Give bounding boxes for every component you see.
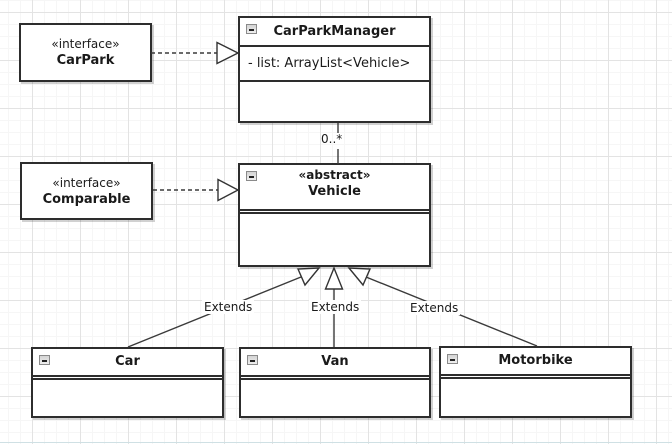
collapse-button[interactable]	[247, 355, 258, 365]
carparkmanager-methods-compartment	[240, 80, 429, 121]
motorbike-name: Motorbike	[498, 353, 573, 368]
class-box-van[interactable]: Van	[239, 347, 431, 418]
extends-label-van: Extends	[309, 300, 362, 314]
extends-label-motorbike: Extends	[408, 301, 461, 315]
van-methods-compartment	[241, 380, 429, 416]
van-name: Van	[321, 354, 349, 369]
van-attributes-compartment	[241, 375, 429, 380]
class-box-vehicle[interactable]: «abstract» Vehicle	[238, 163, 431, 267]
carpark-stereotype: «interface»	[51, 37, 120, 51]
extends-label-car: Extends	[202, 300, 255, 314]
comparable-stereotype: «interface»	[52, 175, 121, 190]
class-box-motorbike[interactable]: Motorbike	[439, 346, 632, 418]
class-box-carparkmanager[interactable]: CarParkManager - list: ArrayList<Vehicle…	[238, 16, 431, 123]
minus-icon	[42, 359, 47, 362]
realization-arrow-comparable	[217, 178, 240, 202]
carparkmanager-attribute: - list: ArrayList<Vehicle>	[240, 45, 429, 80]
canvas-bottom-edge	[0, 442, 672, 443]
carparkmanager-name: CarParkManager	[273, 24, 396, 39]
class-box-car[interactable]: Car	[31, 347, 224, 418]
minus-icon	[450, 358, 455, 361]
vehicle-methods-compartment	[240, 214, 429, 265]
minus-icon	[249, 28, 254, 31]
comparable-name: Comparable	[42, 191, 131, 207]
car-methods-compartment	[33, 380, 222, 416]
realization-arrow-carpark	[216, 41, 240, 65]
generalization-arrow-van	[324, 266, 344, 290]
motorbike-methods-compartment	[441, 379, 630, 416]
vehicle-name: Vehicle	[308, 184, 361, 199]
collapse-button[interactable]	[447, 354, 458, 364]
car-name: Car	[115, 354, 140, 369]
minus-icon	[249, 175, 254, 178]
collapse-button[interactable]	[246, 171, 257, 181]
generalization-arrow-car	[296, 267, 321, 287]
collapse-button[interactable]	[39, 355, 50, 365]
minus-icon	[250, 359, 255, 362]
car-attributes-compartment	[33, 375, 222, 380]
vehicle-stereotype: «abstract»	[298, 168, 371, 182]
generalization-arrow-motorbike	[347, 267, 372, 287]
interface-box-carpark[interactable]: «interface» CarPark	[19, 23, 152, 82]
interface-box-comparable[interactable]: «interface» Comparable	[20, 162, 153, 220]
multiplicity-label: 0..*	[321, 132, 343, 146]
motorbike-attributes-compartment	[441, 374, 630, 379]
vehicle-attributes-compartment	[240, 209, 429, 214]
collapse-button[interactable]	[246, 24, 257, 34]
carpark-name: CarPark	[56, 53, 115, 68]
